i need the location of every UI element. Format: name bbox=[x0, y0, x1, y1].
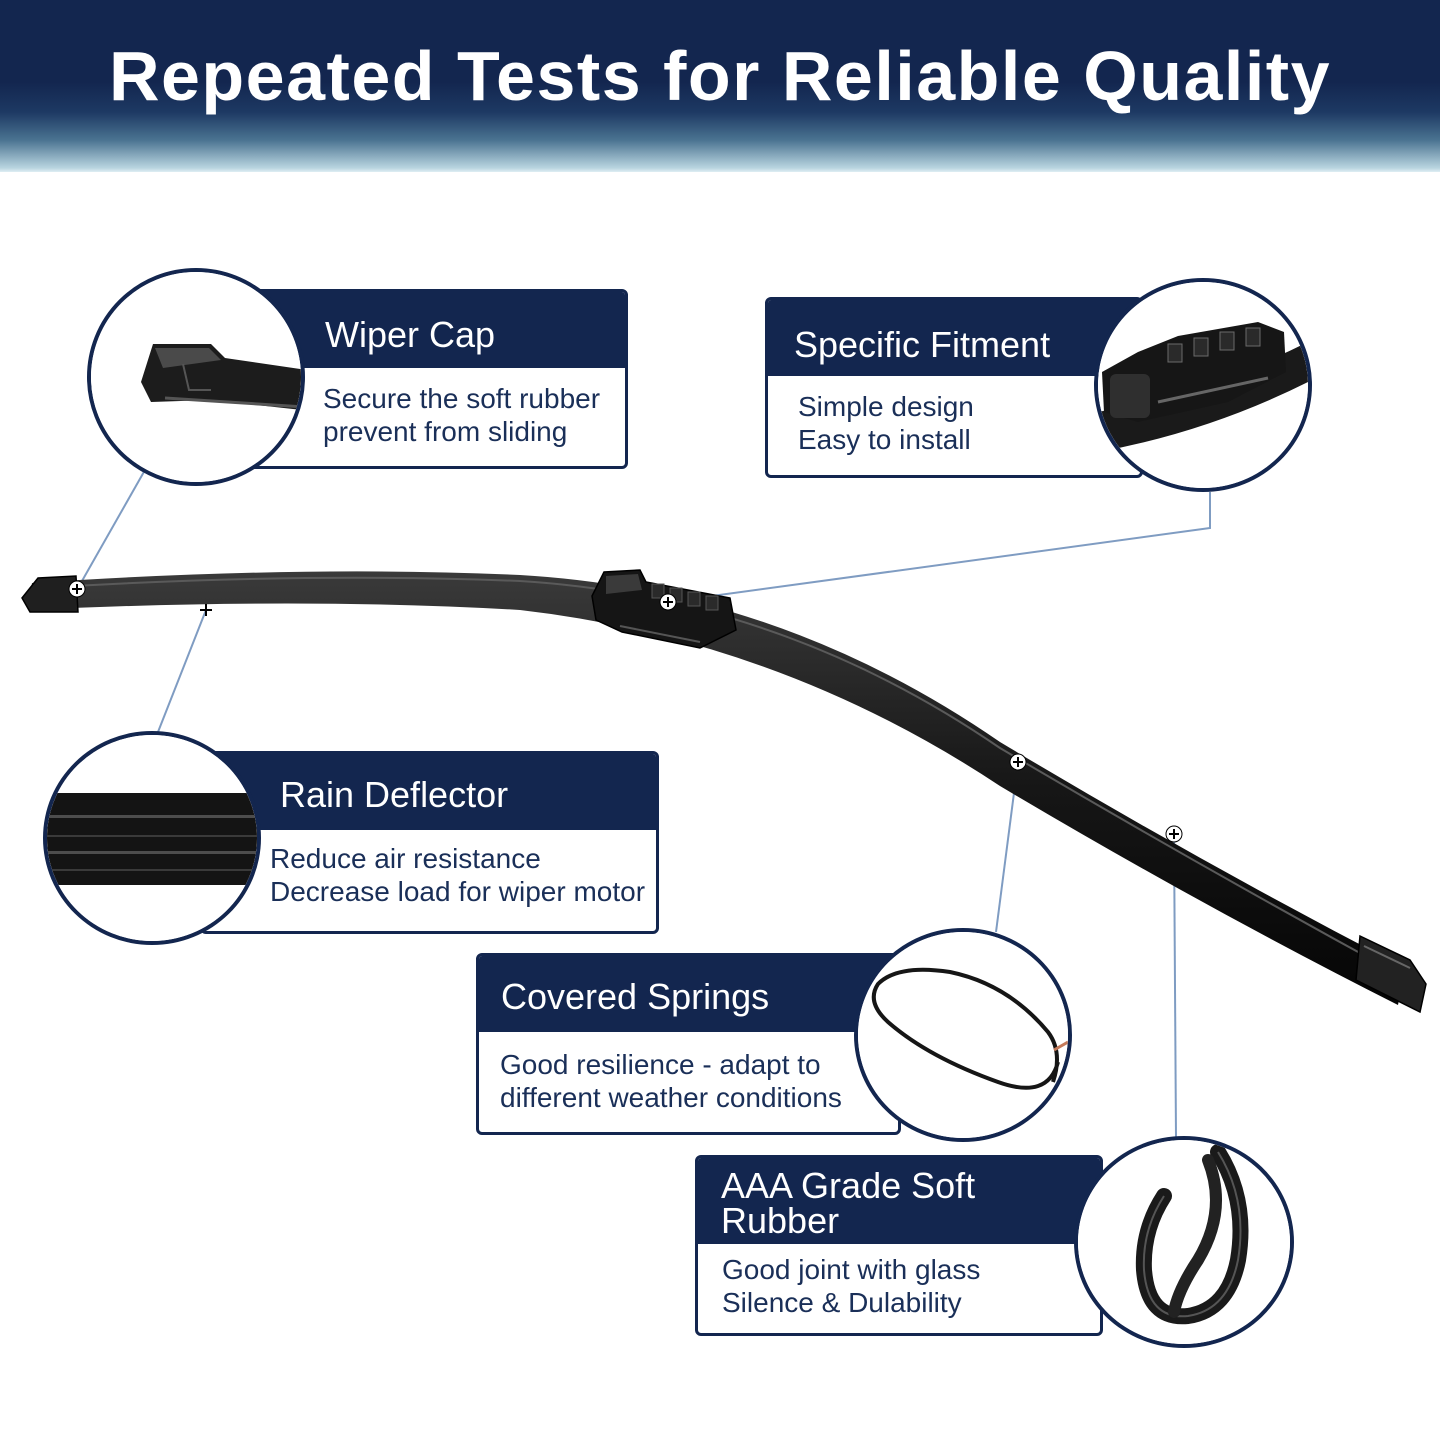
feature-title: Specific Fitment bbox=[794, 324, 1051, 365]
marker-wiper-cap bbox=[68, 580, 86, 598]
feature-card-covered-springs: Covered Springs Good resilience - adapt … bbox=[476, 953, 901, 1135]
feature-description-line: different weather conditions bbox=[500, 1082, 842, 1113]
marker-covered-springs bbox=[1009, 753, 1027, 771]
feature-description: Reduce air resistance Decrease load for … bbox=[270, 842, 645, 908]
wiper-right-end-cap bbox=[1355, 934, 1427, 1014]
marker-rubber bbox=[1165, 825, 1183, 843]
page-title: Repeated Tests for Reliable Quality bbox=[108, 37, 1332, 115]
feature-description: Simple design Easy to install bbox=[798, 390, 974, 456]
feature-title: AAA Grade Soft Rubber bbox=[721, 1165, 976, 1241]
feature-title: Rain Deflector bbox=[280, 774, 509, 815]
feature-description-line: Good joint with glass bbox=[722, 1254, 981, 1285]
feature-card-rubber: AAA Grade Soft Rubber Good joint with gl… bbox=[695, 1155, 1103, 1336]
marker-specific-fitment bbox=[659, 593, 677, 611]
feature-description-line: Reduce air resistance bbox=[270, 843, 541, 874]
feature-description-line: Silence & Dulability bbox=[722, 1287, 962, 1318]
feature-description: Good joint with glass Silence & Dulabili… bbox=[722, 1253, 980, 1319]
feature-description-line: prevent from sliding bbox=[323, 416, 568, 447]
feature-description-line: Secure the soft rubber bbox=[323, 383, 601, 414]
rain-deflector-detail-image bbox=[43, 731, 261, 945]
feature-description: Secure the soft rubber prevent from slid… bbox=[323, 382, 600, 448]
specific-fitment-detail-image bbox=[1094, 278, 1312, 492]
header-banner: Repeated Tests for Reliable Quality bbox=[0, 0, 1440, 172]
feature-title: Covered Springs bbox=[501, 976, 770, 1017]
feature-card-specific-fitment: Specific Fitment Simple design Easy to i… bbox=[765, 297, 1143, 478]
feature-card-rain-deflector: Rain Deflector Reduce air resistance Dec… bbox=[200, 751, 659, 934]
feature-description-line: Easy to install bbox=[798, 424, 971, 455]
connector-specific-fitment bbox=[667, 492, 1211, 603]
feature-description: Good resilience - adapt to different wea… bbox=[500, 1048, 842, 1114]
feature-card-wiper-cap: Wiper Cap Secure the soft rubber prevent… bbox=[232, 289, 628, 469]
feature-description-line: Good resilience - adapt to bbox=[500, 1049, 821, 1080]
connector-rain-deflector bbox=[157, 609, 207, 733]
covered-springs-detail-image bbox=[854, 928, 1072, 1142]
feature-description-line: Simple design bbox=[798, 391, 974, 422]
marker-rain-deflector bbox=[200, 604, 212, 616]
wiper-left-end-cap bbox=[21, 575, 79, 613]
rubber-detail-image bbox=[1074, 1136, 1294, 1348]
connector-wiper-cap bbox=[77, 469, 146, 589]
wiper-blade-highlight bbox=[39, 576, 1401, 976]
feature-description-line: Decrease load for wiper motor bbox=[270, 876, 646, 907]
wiper-cap-detail-image bbox=[87, 268, 305, 486]
feature-title: Wiper Cap bbox=[325, 314, 496, 355]
